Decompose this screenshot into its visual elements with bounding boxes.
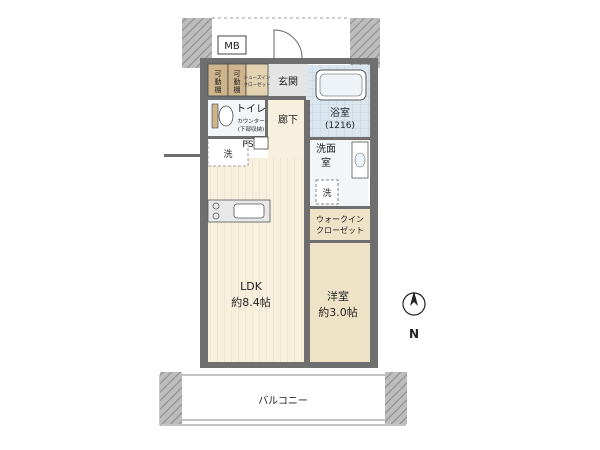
walls (164, 58, 378, 368)
shelf2-char3: 棚 (234, 85, 241, 94)
washroom-label-line1: 洗面 (316, 143, 336, 155)
kitchen-counter (207, 199, 271, 223)
wic-floor (310, 208, 370, 240)
shelf2-char2: 動 (234, 77, 241, 86)
western-room-floor (310, 242, 370, 363)
corridor-label: 廊下 (278, 113, 298, 126)
toilet-note1: カウンター (237, 117, 265, 125)
wic-label-line2: クローゼット (316, 225, 364, 235)
ps-label: PS (242, 140, 253, 150)
entrance-floor (268, 62, 308, 100)
corridor-floor (268, 100, 308, 158)
ldk-floor (207, 158, 307, 363)
laundry-left-label: 洗 (223, 148, 232, 160)
toilet-fixture (211, 103, 234, 129)
ps-shaft: PS (242, 136, 269, 150)
ldk-area-label: 約8.4帖 (231, 295, 271, 309)
laundry-right-label: 洗 (322, 187, 331, 199)
bath-size-label: (1216) (325, 121, 355, 131)
balcony-label: バルコニー (258, 395, 308, 407)
entrance-door (273, 29, 303, 59)
shelf2-char1: 可 (234, 70, 241, 78)
wic-label-line1: ウォークイン (316, 215, 364, 224)
toilet-note2: (下部収納) (238, 125, 264, 133)
ldk-label: LDK (240, 280, 263, 293)
entrance-label: 玄関 (278, 75, 298, 88)
shelf1-char3: 棚 (215, 85, 222, 94)
bath-label: 浴室 (330, 106, 350, 119)
compass: N (402, 291, 426, 341)
mb-label: MB (224, 41, 240, 52)
western-room-area-label: 約3.0帖 (318, 305, 358, 319)
washroom-label-line2: 室 (321, 156, 331, 169)
toilet-label: トイレ (236, 104, 266, 115)
washing-machine-pan (315, 179, 339, 205)
shelf1-char2: 動 (215, 77, 222, 86)
mb-box: MB (217, 35, 247, 55)
bathtub (315, 69, 367, 101)
shoes-storage: 可 動 棚 可 動 棚 シューズイン クローゼット (207, 63, 271, 97)
wash-basin (351, 141, 369, 179)
balcony-area (159, 372, 407, 426)
shoes-closet-line1: シューズイン (244, 74, 271, 81)
shoes-closet-line2: クローゼット (244, 81, 271, 88)
western-room-label: 洋室 (327, 289, 349, 303)
compass-north-label: N (409, 327, 419, 341)
shelf1-char1: 可 (215, 70, 222, 78)
